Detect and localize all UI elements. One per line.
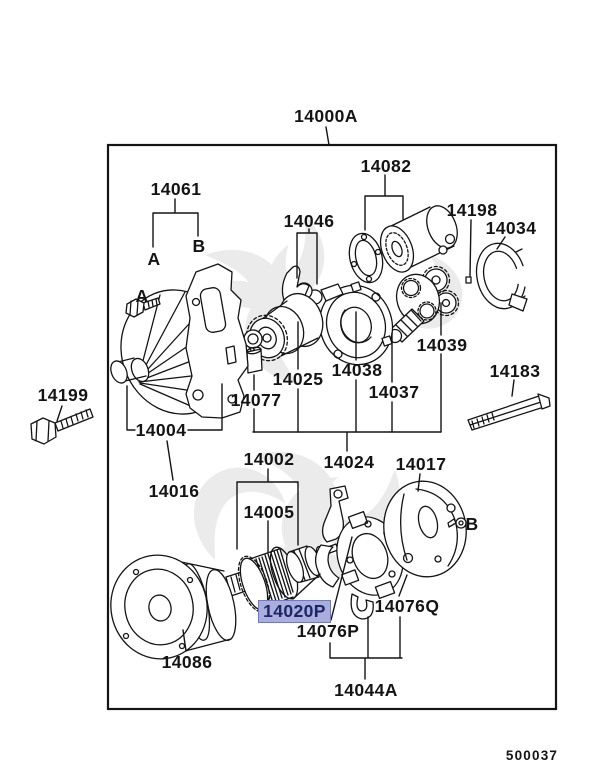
callout-group-a: A — [147, 249, 161, 269]
label-14002: 14002 — [243, 449, 295, 469]
solenoid-drawing — [379, 205, 458, 273]
diagram-frame — [106, 143, 558, 711]
label-14076P: 14076P — [296, 621, 360, 641]
label-14004: 14004 — [135, 420, 187, 440]
mounting-bolt-drawing — [30, 408, 94, 445]
label-14017: 14017 — [395, 454, 447, 474]
rear-bracket-drawing — [383, 480, 467, 578]
doc-number: 500037 — [505, 748, 559, 763]
clutch-pinion-drawing — [245, 292, 324, 362]
label-14183: 14183 — [489, 361, 541, 381]
label-14046: 14046 — [283, 211, 335, 231]
label-14077: 14077 — [230, 390, 282, 410]
label-14061: 14061 — [150, 179, 202, 199]
label-14020P[interactable]: 14020P — [258, 600, 331, 623]
through-bolt-drawing — [467, 393, 551, 431]
front-bracket-drawing — [110, 263, 249, 419]
callout-bolt-b: B — [465, 514, 479, 534]
callout-group-b: B — [192, 236, 206, 256]
label-14034: 14034 — [485, 218, 537, 238]
label-14044A: 14044A — [334, 680, 398, 700]
label-14086: 14086 — [161, 652, 213, 672]
callout-bolt-a: A — [135, 286, 149, 306]
gasket-drawing — [348, 232, 384, 284]
label-14025: 14025 — [272, 369, 324, 389]
label-14076Q: 14076Q — [374, 596, 440, 616]
label-14199: 14199 — [37, 385, 89, 405]
label-14024: 14024 — [323, 452, 375, 472]
snap-ring-drawing — [475, 242, 541, 312]
label-14198: 14198 — [446, 200, 498, 220]
label-14037: 14037 — [368, 382, 420, 402]
label-14082: 14082 — [360, 156, 412, 176]
label-14039: 14039 — [416, 335, 468, 355]
bolt-b-drawing — [447, 517, 467, 529]
label-14016: 14016 — [148, 481, 200, 501]
bolt-a-drawing — [125, 297, 161, 318]
label-14038: 14038 — [331, 360, 383, 380]
yoke-housing-drawing — [110, 554, 237, 660]
leader-lines — [56, 126, 515, 680]
label-14000A: 14000A — [294, 106, 358, 126]
pin-drawing — [465, 276, 472, 284]
label-14005: 14005 — [243, 502, 295, 522]
